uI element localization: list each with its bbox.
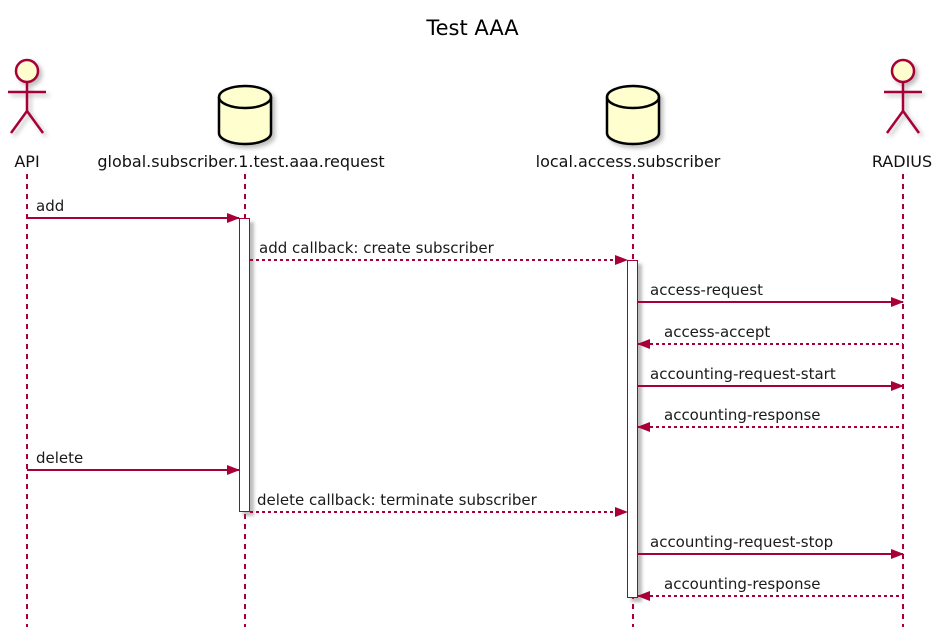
message-label: accounting-request-stop: [650, 533, 834, 551]
message-label: accounting-response: [664, 575, 821, 593]
participant-label-global: global.subscriber.1.test.aaa.request: [97, 152, 385, 171]
message-label: delete: [36, 449, 84, 467]
database-icon: [217, 84, 273, 146]
message-arrow: [637, 591, 903, 601]
message-label: accounting-response: [664, 406, 821, 424]
participant-label-local: local.access.subscriber: [535, 152, 721, 171]
message-arrow: [27, 465, 240, 475]
participant-label-radius: RADIUS: [871, 152, 933, 171]
lifeline-api: [26, 174, 28, 627]
message-label: add: [36, 197, 65, 215]
message-arrow: [637, 339, 903, 349]
message-label: accounting-request-start: [650, 365, 836, 383]
message-label: delete callback: terminate subscriber: [257, 491, 537, 509]
lifeline-radius: [902, 174, 904, 627]
participant-label-api: API: [14, 152, 40, 171]
message-arrow: [638, 549, 904, 559]
message-label: add callback: create subscriber: [259, 239, 494, 257]
message-arrow: [250, 507, 628, 517]
message-label: access-request: [650, 281, 763, 299]
message-arrow: [638, 381, 904, 391]
activation-bar-global: [239, 218, 250, 512]
actor-icon: [8, 58, 46, 134]
database-icon: [605, 84, 661, 146]
message-arrow: [27, 213, 240, 223]
diagram-title: Test AAA: [426, 16, 519, 40]
message-arrow: [638, 297, 904, 307]
actor-icon: [884, 58, 922, 134]
message-label: access-accept: [664, 323, 771, 341]
message-arrow: [250, 255, 628, 265]
message-arrow: [637, 422, 903, 432]
